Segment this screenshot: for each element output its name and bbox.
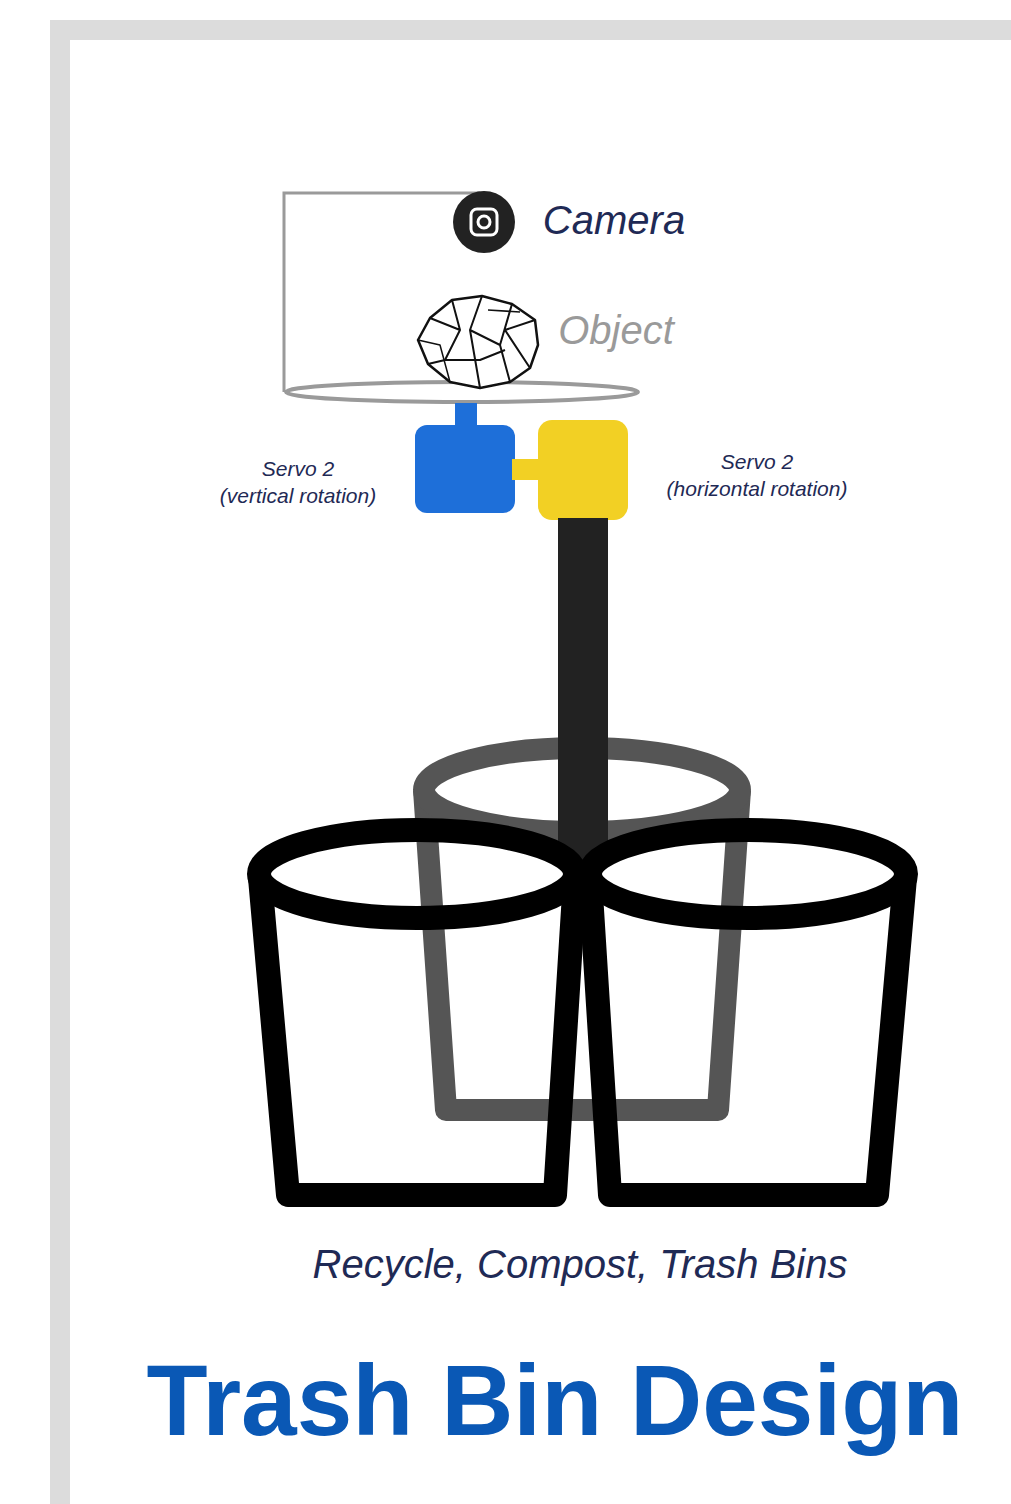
- camera-icon-lens: [478, 216, 490, 228]
- servo-rotation-label: (vertical rotation): [220, 484, 376, 508]
- camera-icon-lens: [471, 209, 497, 235]
- servo-rotation-label: (horizontal rotation): [667, 477, 848, 501]
- right-bin: [590, 830, 906, 1195]
- support-pole: [558, 518, 608, 860]
- frame-top: [50, 20, 1011, 40]
- left-bin: [259, 830, 575, 1195]
- servo-label: Servo 2: [721, 450, 793, 474]
- vertical-servo: [415, 425, 515, 513]
- horizontal-servo: [538, 420, 628, 520]
- servo-label: Servo 2: [262, 457, 334, 481]
- diagram-title: Trash Bin Design: [147, 1343, 964, 1458]
- object-label: Object: [558, 307, 674, 353]
- camera-icon: [453, 191, 515, 253]
- servo-coupler: [512, 459, 542, 480]
- crumpled-paper: [418, 296, 538, 388]
- camera-label: Camera: [543, 197, 685, 243]
- bins-caption: Recycle, Compost, Trash Bins: [313, 1241, 848, 1287]
- frame-left: [50, 20, 70, 1504]
